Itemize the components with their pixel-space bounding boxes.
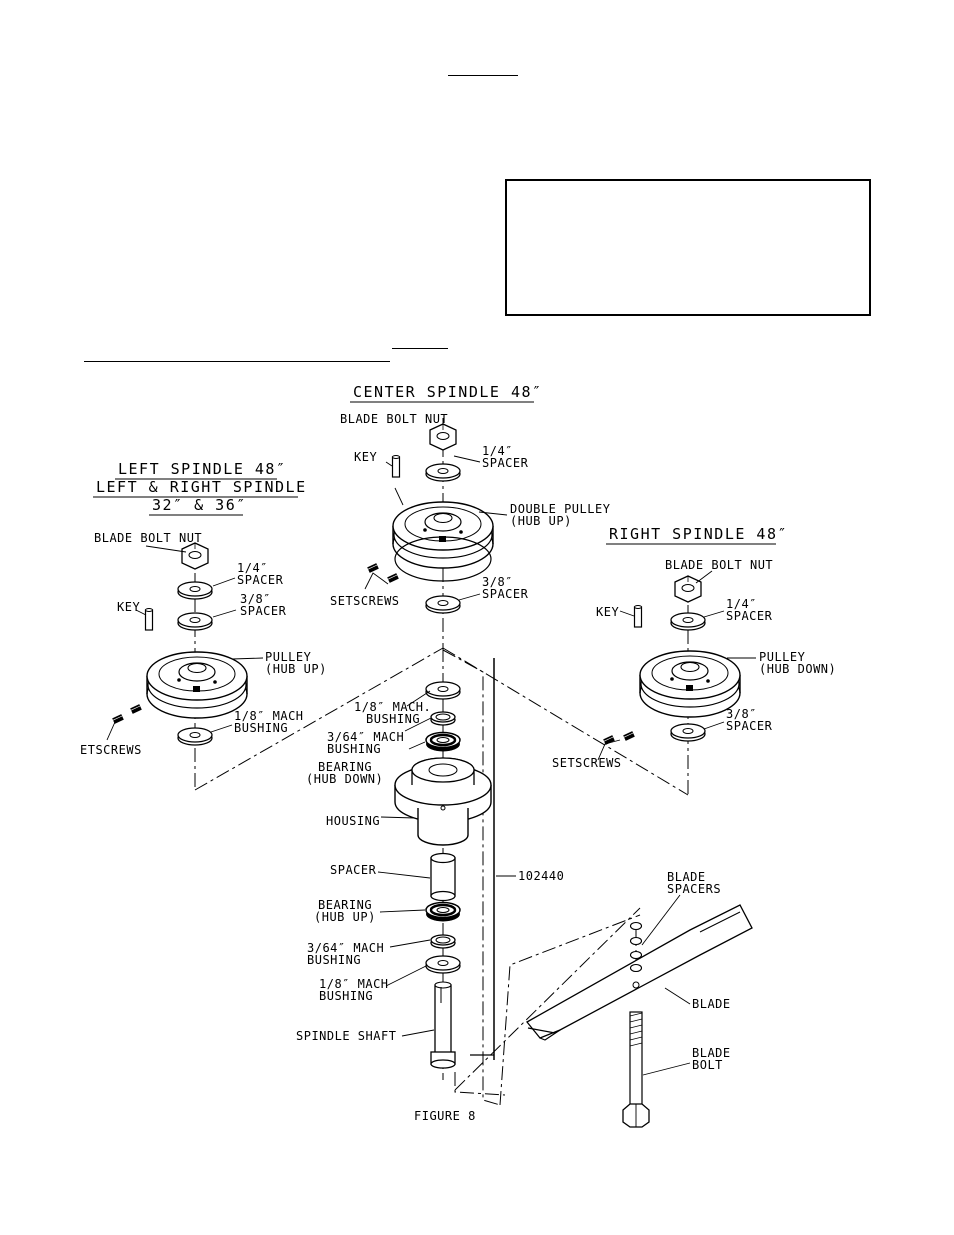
- center-spacer-3-8-label-2: SPACER: [482, 587, 529, 601]
- center-spacer-1-4-label-2: SPACER: [482, 456, 529, 470]
- right-pulley-label-2: (HUB DOWN): [759, 662, 836, 676]
- center-housing-label: HOUSING: [326, 814, 380, 828]
- right-spacer-3-8-label-1: 3/8″: [726, 707, 757, 721]
- center-blade-bolt-nut-label: BLADE BOLT NUT: [340, 412, 448, 426]
- left-spindle-title-3: 32″ & 36″: [152, 496, 247, 514]
- center-bushing-3-64-bottom-label-1: 3/64″ MACH: [307, 941, 384, 955]
- left-spacer-1-4-label-2: SPACER: [237, 573, 284, 587]
- center-bearing-bottom-label-2: (HUB UP): [314, 910, 376, 924]
- right-spacer-1-4-label-2: SPACER: [726, 609, 773, 623]
- center-key-label: KEY: [354, 450, 377, 464]
- center-bushing-1-8-bottom-label-1: 1/8″ MACH: [319, 977, 389, 991]
- center-setscrews-label: SETSCREWS: [330, 594, 400, 608]
- notice-box: [505, 179, 871, 316]
- left-setscrews-label: ETSCREWS: [80, 743, 142, 757]
- center-bushing-3-64-top-label-2: BUSHING: [327, 742, 381, 756]
- center-double-pulley-label-1: DOUBLE PULLEY: [510, 502, 611, 516]
- center-bearing-top-label-2: (HUB DOWN): [306, 772, 383, 786]
- right-pulley-label-1: PULLEY: [759, 650, 806, 664]
- center-double-pulley-label-2: (HUB UP): [510, 514, 572, 528]
- housing-part: [394, 757, 492, 846]
- right-blade-bolt-nut-label: BLADE BOLT NUT: [665, 558, 773, 572]
- section-underline-short: [392, 348, 448, 349]
- center-bearing-top-label-1: BEARING: [318, 760, 372, 774]
- left-blade-bolt-nut-label: BLADE BOLT NUT: [94, 531, 202, 545]
- center-spacer-1-4-label-1: 1/4″: [482, 444, 513, 458]
- center-bushing-1-8-top-label-1: 1/8″ MACH.: [354, 700, 431, 714]
- center-bushing-3-64-bottom-label-2: BUSHING: [307, 953, 361, 967]
- left-key-label: KEY: [117, 600, 140, 614]
- blade-bolt-label-2: BOLT: [692, 1058, 723, 1072]
- section-underline-long: [84, 361, 390, 362]
- blade-spacers-label-2: SPACERS: [667, 882, 721, 896]
- center-bushing-1-8-top-label-2: BUSHING: [366, 712, 420, 726]
- left-spacer-3-8-label-2: SPACER: [240, 604, 287, 618]
- left-bushing-label-1: 1/8″ MACH: [234, 709, 304, 723]
- left-spindle-title-1: LEFT SPINDLE 48″: [118, 460, 287, 478]
- spacer-tube: [430, 852, 456, 902]
- center-bushing-3-64-top-label-1: 3/64″ MACH: [327, 730, 404, 744]
- spindle-shaft-part: [430, 981, 456, 1069]
- center-spacer-label: SPACER: [330, 863, 377, 877]
- left-spacer-1-4-label-1: 1/4″: [237, 561, 268, 575]
- blade-part: [526, 904, 753, 1041]
- center-spacer-3-8-label-1: 3/8″: [482, 575, 513, 589]
- left-pulley-label-1: PULLEY: [265, 650, 312, 664]
- right-spacer-3-8-label-2: SPACER: [726, 719, 773, 733]
- header-rule: [448, 75, 518, 76]
- figure-caption: FIGURE 8: [414, 1109, 476, 1123]
- blade-bolt-part: [622, 1011, 650, 1128]
- blade-label: BLADE: [692, 997, 731, 1011]
- blade-spacers-part: [629, 921, 643, 973]
- center-spindle-shaft-label: SPINDLE SHAFT: [296, 1029, 396, 1043]
- right-setscrews-label: SETSCREWS: [552, 756, 622, 770]
- center-bushing-1-8-bottom-label-2: BUSHING: [319, 989, 373, 1003]
- left-spindle-title-2: LEFT & RIGHT SPINDLE: [96, 478, 307, 496]
- left-pulley-label-2: (HUB UP): [265, 662, 327, 676]
- left-spacer-3-8-label-1: 3/8″: [240, 592, 271, 606]
- blade-bolt-label-1: BLADE: [692, 1046, 731, 1060]
- center-bearing-bottom-label-1: BEARING: [318, 898, 372, 912]
- center-part-number-label: 102440: [518, 869, 564, 883]
- blade-spacers-label-1: BLADE: [667, 870, 706, 884]
- right-spacer-1-4-label-1: 1/4″: [726, 597, 757, 611]
- center-spindle-title: CENTER SPINDLE 48″: [353, 383, 543, 401]
- left-bushing-label-2: BUSHING: [234, 721, 288, 735]
- right-spindle-title: RIGHT SPINDLE 48″: [609, 525, 788, 543]
- right-key-label: KEY: [596, 605, 619, 619]
